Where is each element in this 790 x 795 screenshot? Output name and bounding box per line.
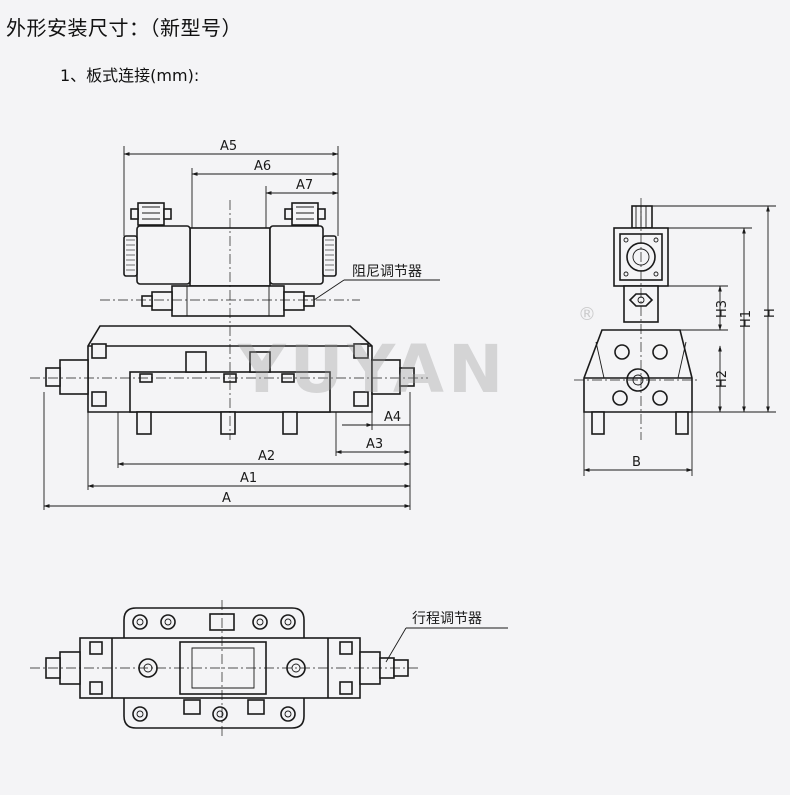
- stroke-adjuster-label: 行程调节器: [412, 611, 482, 627]
- damper-callout: 阻尼调节器: [313, 264, 440, 301]
- dim-A5: A5: [220, 139, 237, 154]
- watermark-text: YUYAN: [237, 331, 507, 408]
- left-connector: [130, 202, 172, 226]
- dim-A4: A4: [384, 410, 401, 425]
- dim-A: A: [222, 491, 231, 506]
- dim-A3: A3: [366, 437, 383, 452]
- dim-A6: A6: [254, 159, 271, 174]
- page-title: 外形安装尺寸：（新型号）: [6, 16, 242, 40]
- top-view: [30, 600, 420, 736]
- watermark-registered: ®: [578, 304, 596, 325]
- dim-H3: H3: [715, 300, 730, 318]
- right-connector: [284, 202, 326, 226]
- dim-B: B: [632, 455, 641, 470]
- dim-H: H: [763, 308, 778, 318]
- dim-A7: A7: [296, 178, 313, 193]
- dim-A1: A1: [240, 471, 257, 486]
- section-subtitle: 1、板式连接(mm):: [60, 66, 200, 85]
- damper-label: 阻尼调节器: [352, 264, 422, 280]
- dim-A2: A2: [258, 449, 275, 464]
- front-view: [30, 200, 428, 440]
- front-dimensions: A5 A6 A7 A4 A3 A2 A1 A: [43, 139, 411, 510]
- side-dimensions: H H1 H3 H2 B: [583, 205, 778, 476]
- dim-H1: H1: [739, 310, 754, 328]
- dim-H2: H2: [715, 370, 730, 388]
- watermark: YUYAN ®: [237, 304, 596, 408]
- stroke-adjuster-callout: 行程调节器: [385, 611, 508, 663]
- side-view: [574, 198, 700, 440]
- damper-block: [171, 285, 285, 317]
